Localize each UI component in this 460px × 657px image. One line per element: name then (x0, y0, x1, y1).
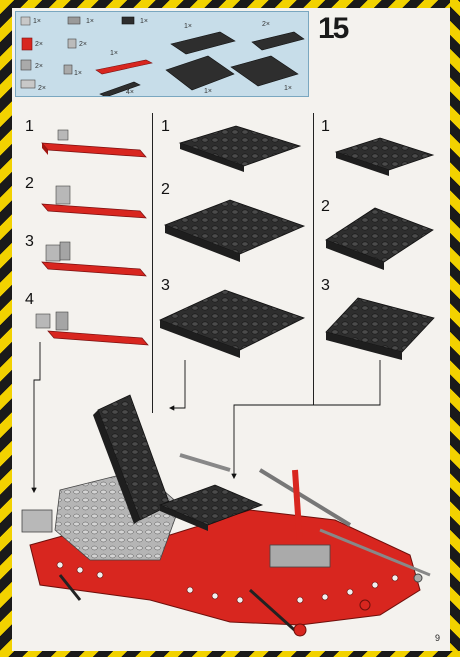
substep-number: 3 (161, 277, 170, 294)
dark-plate-step-2 (163, 199, 306, 262)
dark-plate-step-1 (178, 125, 302, 172)
hazard-stripe-bottom (0, 651, 460, 657)
assembly-arrow (31, 342, 41, 494)
substep-number: 2 (25, 175, 34, 192)
part-count: 1× (184, 23, 192, 30)
dark-plate-step-2 (325, 207, 434, 270)
substep-number: 1 (25, 118, 34, 135)
hazard-stripe-left (0, 0, 12, 657)
hazard-stripe-right (450, 0, 460, 657)
column-divider (313, 113, 314, 405)
step-number: 15 (318, 12, 349, 45)
substep-red-beam-4 (35, 311, 149, 346)
dark-plate-step-3 (158, 289, 306, 358)
substep-number: 2 (161, 181, 170, 198)
substep-number: 1 (321, 118, 330, 135)
part-count: 4× (126, 89, 134, 96)
main-model (21, 394, 431, 637)
page-number: 9 (434, 633, 440, 643)
substep-red-beam-3 (41, 241, 147, 277)
part-count: 1× (110, 50, 118, 57)
substep-number: 1 (161, 118, 170, 135)
part-count: 2× (38, 85, 46, 92)
parts-list-box: 1× 1× 1× 2× 2× 2× 1× 1× 2× 1× 4× 2× 1× 1… (15, 11, 309, 97)
part-count: 1× (86, 18, 94, 25)
column-divider (152, 113, 153, 413)
substep-red-beam-2 (41, 185, 147, 219)
parts-list-illustration (20, 16, 305, 96)
substep-number: 2 (321, 198, 330, 215)
substep-number: 3 (25, 233, 34, 250)
part-count: 2× (35, 41, 43, 48)
part-count: 2× (262, 21, 270, 28)
part-count: 1× (33, 18, 41, 25)
hazard-stripe-top (0, 0, 460, 8)
part-count: 1× (74, 70, 82, 77)
part-count: 1× (284, 85, 292, 92)
part-count: 1× (140, 18, 148, 25)
dark-plate-step-1 (334, 137, 435, 176)
part-count: 2× (35, 63, 43, 70)
substep-red-beam-1 (41, 129, 147, 158)
part-count: 1× (204, 88, 212, 95)
dark-plate-step-3 (325, 297, 435, 360)
substep-number: 4 (25, 291, 34, 308)
part-count: 2× (79, 41, 87, 48)
substep-number: 3 (321, 277, 330, 294)
assembly-arrow (168, 360, 186, 411)
assembly-arrow (231, 360, 381, 480)
